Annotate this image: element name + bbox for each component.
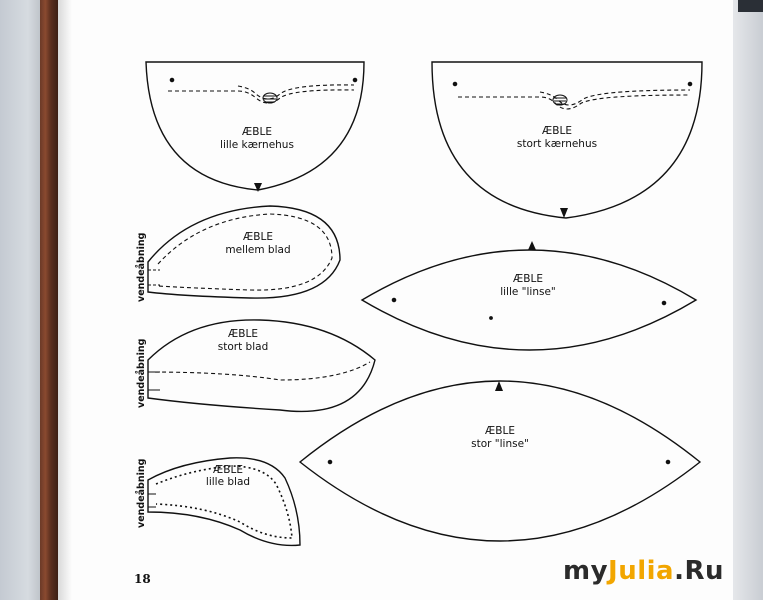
pattern-small-lens: ÆBLE lille "linse" (360, 241, 698, 351)
small-lens-dot-left (391, 297, 397, 303)
small-core-dot-right (352, 77, 358, 83)
small-leaf-stitch (155, 465, 293, 539)
pattern-large-core: ÆBLE stort kærnehus (431, 61, 703, 219)
medium-leaf-subtitle: mellem blad (225, 244, 290, 256)
small-core-seam-2 (237, 84, 355, 100)
large-leaf-center-seam (147, 361, 371, 381)
background-right (733, 0, 763, 600)
medium-leaf-title: ÆBLE (243, 231, 273, 243)
small-core-seam (168, 89, 355, 104)
small-core-seed-hatch (264, 95, 276, 103)
large-lens-outline (298, 380, 702, 542)
book-spine (40, 0, 58, 600)
large-core-seam-2 (539, 89, 691, 106)
small-core-notch (254, 183, 262, 192)
small-core-seed-icon (262, 92, 278, 104)
small-lens-outline (360, 249, 698, 351)
large-core-subtitle: stort kærnehus (517, 138, 597, 150)
small-leaf-turn-opening-label: vendeåbning (136, 459, 147, 528)
pattern-small-core: ÆBLE lille kærnehus (145, 61, 365, 192)
watermark-part-1: my (563, 556, 609, 586)
small-leaf-outline (147, 457, 301, 547)
background-corner (738, 0, 763, 12)
large-core-notch (560, 208, 568, 218)
large-core-seed-hatch (554, 97, 566, 105)
medium-leaf-outline (147, 205, 341, 299)
pattern-large-leaf: ÆBLE stort blad vendeåbning (136, 319, 376, 413)
large-lens-title: ÆBLE (485, 425, 515, 437)
watermark-part-3: .Ru (674, 556, 725, 586)
large-lens-dot-right (665, 459, 671, 465)
page-number: 18 (134, 572, 151, 586)
large-core-seam (458, 94, 691, 110)
large-leaf-turn-opening-label: vendeåbning (136, 339, 147, 408)
small-leaf-subtitle: lille blad (206, 476, 250, 488)
large-leaf-subtitle: stort blad (218, 341, 268, 353)
large-core-outline (431, 61, 703, 219)
pattern-medium-leaf: ÆBLE mellem blad vendeåbning (136, 205, 341, 302)
large-lens-notch (495, 381, 503, 391)
small-lens-dot-right (661, 300, 667, 306)
large-core-dot-left (452, 81, 458, 87)
small-lens-notch (528, 241, 536, 250)
small-lens-title: ÆBLE (513, 273, 543, 285)
large-leaf-outline (147, 319, 376, 413)
medium-leaf-turn-opening-label: vendeåbning (136, 233, 147, 302)
small-core-title: ÆBLE (242, 126, 272, 138)
large-leaf-title: ÆBLE (228, 328, 258, 340)
pattern-large-lens: ÆBLE stor "linse" (298, 380, 702, 542)
large-core-seed-icon (552, 94, 568, 106)
small-leaf-title: ÆBLE (213, 464, 243, 476)
small-lens-subtitle: lille "linse" (500, 286, 556, 298)
large-lens-subtitle: stor "linse" (471, 438, 529, 450)
watermark-logo: myJulia.Ru (563, 556, 724, 586)
large-lens-dot-left (327, 459, 333, 465)
medium-leaf-seam (157, 213, 333, 291)
large-core-dot-right (687, 81, 693, 87)
watermark-part-2: Julia (608, 556, 675, 586)
large-core-title: ÆBLE (542, 125, 572, 137)
page-gutter-shadow (58, 0, 72, 600)
small-core-subtitle: lille kærnehus (220, 139, 294, 151)
small-lens-dot-bottom (489, 316, 493, 320)
small-core-dot-left (169, 77, 175, 83)
pattern-small-leaf: ÆBLE lille blad vendeåbning (136, 457, 301, 547)
background-left (0, 0, 40, 600)
